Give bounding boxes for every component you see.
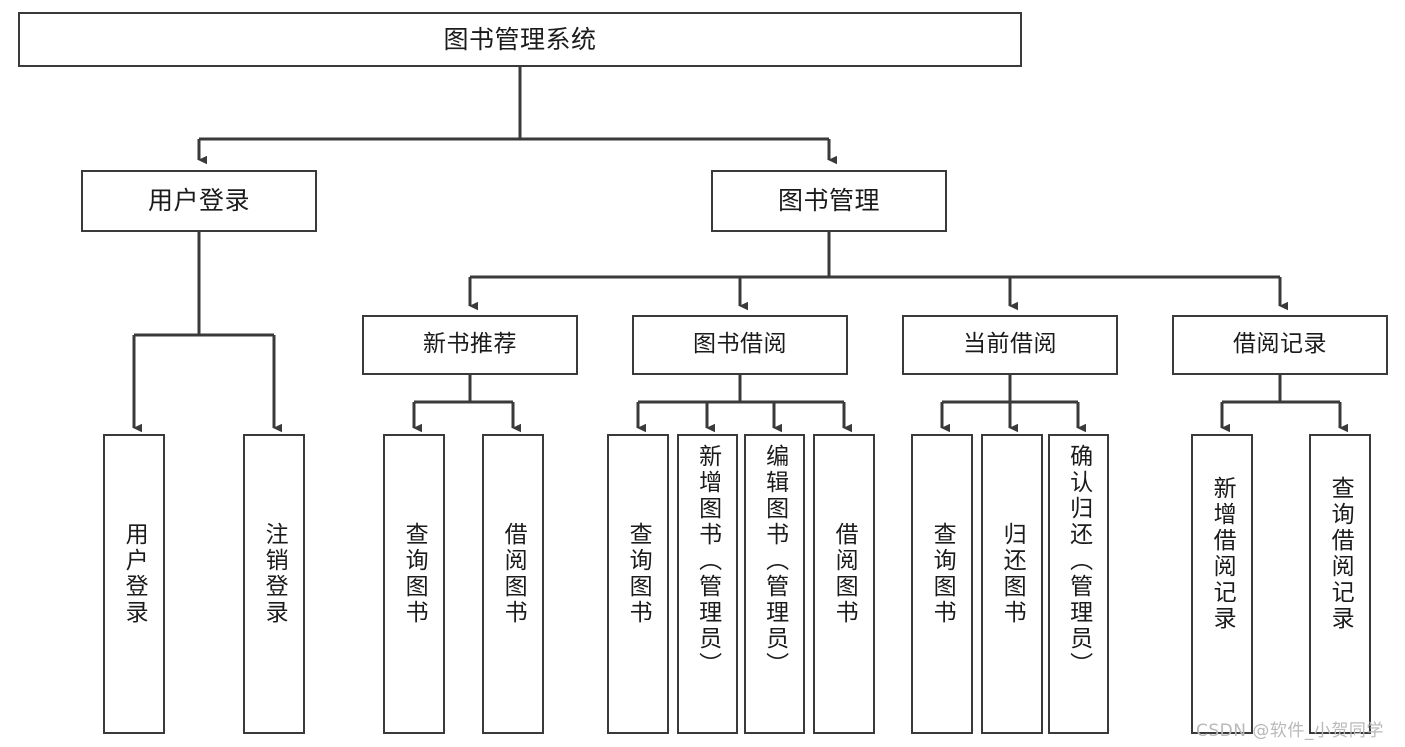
node-label: 借阅记录 bbox=[1233, 331, 1327, 358]
node-borrow-record[interactable]: 借阅记录 bbox=[1172, 315, 1388, 375]
node-label: 图书管理 bbox=[777, 186, 880, 216]
csdn-watermark: CSDN @软件_小贺同学 bbox=[1196, 721, 1384, 741]
leaf-borrow-record-query-record[interactable]: 查询借阅记录 bbox=[1309, 434, 1371, 734]
node-label: 查询图书 bbox=[625, 522, 652, 626]
leaf-current-borrow-return-book[interactable]: 归还图书 bbox=[981, 434, 1043, 734]
node-book-borrow[interactable]: 图书借阅 bbox=[632, 315, 848, 375]
leaf-book-borrow-borrow-book[interactable]: 借阅图书 bbox=[813, 434, 875, 734]
node-new-book-recommend[interactable]: 新书推荐 bbox=[362, 315, 578, 375]
leaf-book-borrow-query-book[interactable]: 查询图书 bbox=[607, 434, 669, 734]
leaf-new-book-borrow-book[interactable]: 借阅图书 bbox=[482, 434, 544, 734]
leaf-book-borrow-add-book-admin[interactable]: 新增图书（管理员） bbox=[677, 434, 738, 734]
node-label: 用户登录 bbox=[121, 522, 148, 626]
node-label: 图书管理系统 bbox=[443, 24, 597, 54]
node-label: 图书借阅 bbox=[693, 331, 787, 358]
leaf-current-borrow-query-book[interactable]: 查询图书 bbox=[911, 434, 973, 734]
node-label: 查询图书 bbox=[401, 522, 428, 626]
node-book-management[interactable]: 图书管理 bbox=[711, 170, 947, 232]
node-label: 编辑图书（管理员） bbox=[761, 444, 788, 678]
node-label: 新增借阅记录 bbox=[1209, 476, 1236, 632]
node-label: 查询借阅记录 bbox=[1327, 476, 1354, 632]
leaf-user-login-signout[interactable]: 注销登录 bbox=[243, 434, 305, 734]
node-label: 确认归还（管理员） bbox=[1065, 444, 1092, 678]
node-label: 注销登录 bbox=[261, 522, 288, 626]
node-label: 查询图书 bbox=[929, 522, 956, 626]
leaf-user-login-signin[interactable]: 用户登录 bbox=[103, 434, 165, 734]
node-label: 借阅图书 bbox=[831, 522, 858, 626]
leaf-current-borrow-confirm-return-admin[interactable]: 确认归还（管理员） bbox=[1048, 434, 1109, 734]
leaf-book-borrow-edit-book-admin[interactable]: 编辑图书（管理员） bbox=[744, 434, 805, 734]
node-label: 当前借阅 bbox=[963, 331, 1057, 358]
node-label: 用户登录 bbox=[147, 186, 250, 216]
node-label: 借阅图书 bbox=[500, 522, 527, 626]
node-label: 新增图书（管理员） bbox=[694, 444, 721, 678]
leaf-borrow-record-add-record[interactable]: 新增借阅记录 bbox=[1191, 434, 1253, 734]
node-user-login[interactable]: 用户登录 bbox=[81, 170, 317, 232]
node-root-book-management-system[interactable]: 图书管理系统 bbox=[18, 12, 1022, 67]
leaf-new-book-query-book[interactable]: 查询图书 bbox=[383, 434, 445, 734]
node-current-borrow[interactable]: 当前借阅 bbox=[902, 315, 1118, 375]
node-label: 新书推荐 bbox=[423, 331, 517, 358]
node-label: 归还图书 bbox=[999, 522, 1026, 626]
